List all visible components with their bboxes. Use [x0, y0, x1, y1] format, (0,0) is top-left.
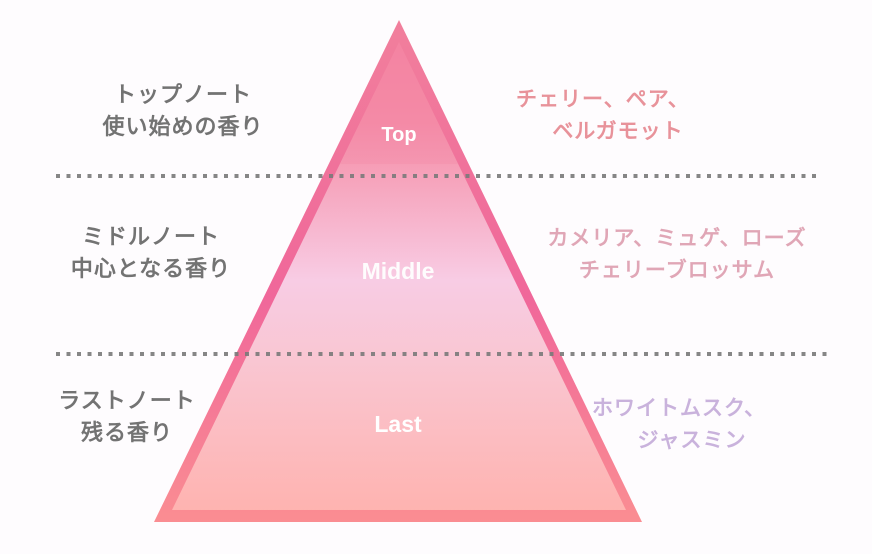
- last-ingredients-line1: ホワイトムスク、: [592, 396, 767, 420]
- pyramid-fill: [172, 42, 626, 510]
- last-ingredients-line2: ジャスミン: [637, 428, 747, 452]
- middle-note-name: ミドルノート: [81, 225, 220, 250]
- top-tier-shape: [340, 42, 458, 164]
- middle-note-desc: 中心となる香り: [70, 257, 232, 282]
- tier-label-last: Last: [374, 411, 422, 437]
- last-note-ingredients: ホワイトムスク、 ジャスミン: [592, 392, 792, 456]
- top-note-name: トップノート: [113, 83, 252, 108]
- middle-note-ingredients: カメリア、ミュゲ、ローズ チェリーブロッサム: [520, 222, 834, 286]
- last-note-name: ラストノート: [58, 389, 196, 414]
- tier-label-middle: Middle: [361, 258, 435, 284]
- middle-ingredients-line2: チェリーブロッサム: [578, 258, 776, 282]
- last-note-desc: 残る香り: [80, 421, 173, 446]
- middle-note-description: ミドルノート 中心となる香り: [56, 222, 246, 286]
- tier-label-top: Top: [381, 124, 417, 146]
- top-ingredients-line1: チェリー、ペア、: [516, 87, 690, 111]
- top-note-desc: 使い始めの香り: [102, 115, 264, 140]
- middle-ingredients-line1: カメリア、ミュゲ、ローズ: [547, 226, 807, 250]
- last-note-description: ラストノート 残る香り: [32, 386, 222, 450]
- top-note-description: トップノート 使い始めの香り: [88, 80, 278, 144]
- top-ingredients-line2: ベルガモット: [552, 119, 684, 143]
- top-note-ingredients: チェリー、ペア、 ベルガモット: [508, 83, 728, 147]
